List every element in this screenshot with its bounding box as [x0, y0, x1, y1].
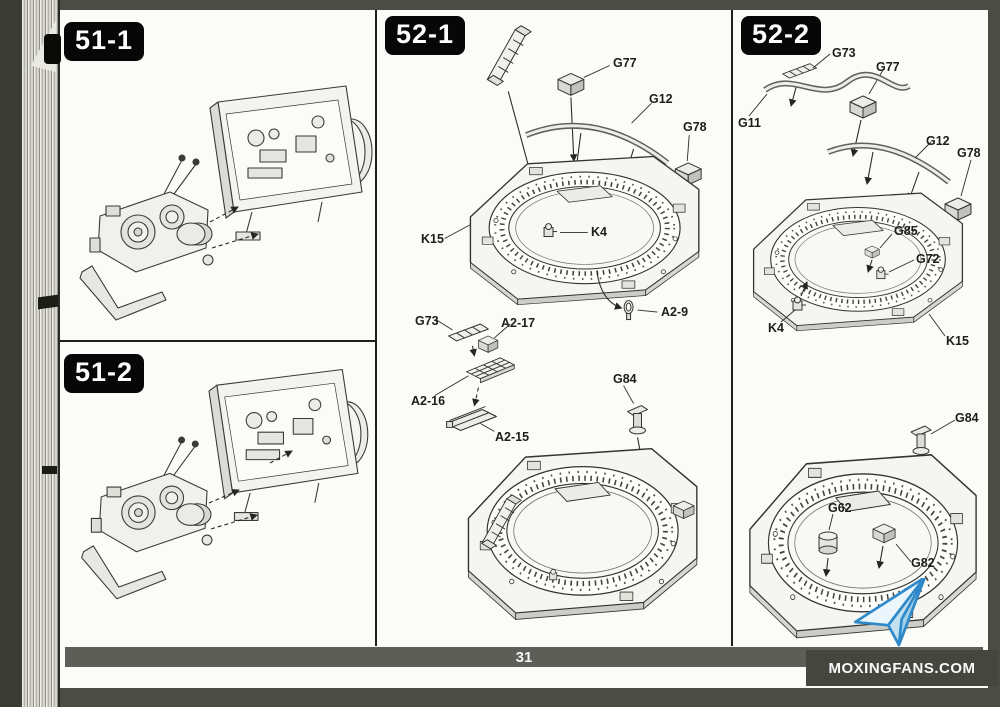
panel-step-51-1: 51-1 — [60, 10, 377, 342]
part-label-g84: G84 — [613, 372, 637, 386]
step-badge-52-2: 52-2 — [741, 16, 822, 55]
book-page-edges — [0, 0, 61, 707]
part-label-g84: G84 — [955, 411, 979, 425]
edge-ink-mark — [38, 294, 58, 310]
step-badge-52-1: 52-1 — [385, 16, 466, 55]
edge-ink-mark — [42, 466, 57, 474]
gearbox-assembly-diagram-51-1 — [79, 85, 373, 321]
part-label-g12: G12 — [926, 134, 950, 148]
panel-step-51-2: 51-2 — [60, 342, 377, 646]
step-badge-51-1: 51-1 — [64, 22, 145, 61]
part-label-k4: K4 — [768, 321, 784, 335]
step-badge-51-2: 51-2 — [64, 354, 145, 393]
part-label-g82: G82 — [911, 556, 935, 570]
part-label-a2-17: A2-17 — [501, 316, 536, 330]
panel-step-52-2: 52-2 G73 G77 G11 G12 G78 G85 G72 K4 K15 … — [733, 10, 988, 646]
part-label-g73: G73 — [832, 46, 856, 60]
part-label-g77: G77 — [613, 56, 637, 70]
part-label-k15: K15 — [421, 232, 444, 246]
part-label-g77: G77 — [876, 60, 900, 74]
part-label-g11: G11 — [738, 116, 761, 130]
part-label-k4: K4 — [591, 225, 607, 239]
part-label-k15: K15 — [946, 334, 969, 348]
gearbox-assembly-diagram-51-2 — [81, 368, 369, 600]
part-label-a2-16: A2-16 — [411, 394, 446, 408]
part-label-a2-15: A2-15 — [495, 430, 530, 444]
part-label-g73: G73 — [415, 314, 439, 328]
underlying-page-mark — [44, 34, 61, 64]
part-label-g78: G78 — [683, 120, 707, 134]
part-label-g12: G12 — [649, 92, 673, 106]
part-label-g78: G78 — [957, 146, 981, 160]
paper-plane-logo — [853, 578, 927, 647]
page-number-bar: 31 — [65, 647, 983, 667]
page-number: 31 — [515, 648, 533, 666]
part-label-g62: G62 — [828, 501, 852, 515]
watermark-text: MOXINGFANS.COM — [828, 659, 976, 677]
part-label-a2-9: A2-9 — [661, 305, 689, 319]
panel-step-52-1: 52-1 G77 G12 G78 K15 K4 A2-9 G73 A2-17 A… — [377, 10, 733, 646]
instruction-page: 51-1 51-2 — [60, 10, 988, 688]
part-label-g85: G85 — [894, 224, 918, 238]
part-label-g72: G72 — [916, 252, 940, 266]
turret-ring-diagram-52-1 — [434, 25, 702, 646]
turret-ring-diagram-52-2 — [733, 53, 988, 646]
watermark-banner: MOXINGFANS.COM — [806, 650, 998, 686]
